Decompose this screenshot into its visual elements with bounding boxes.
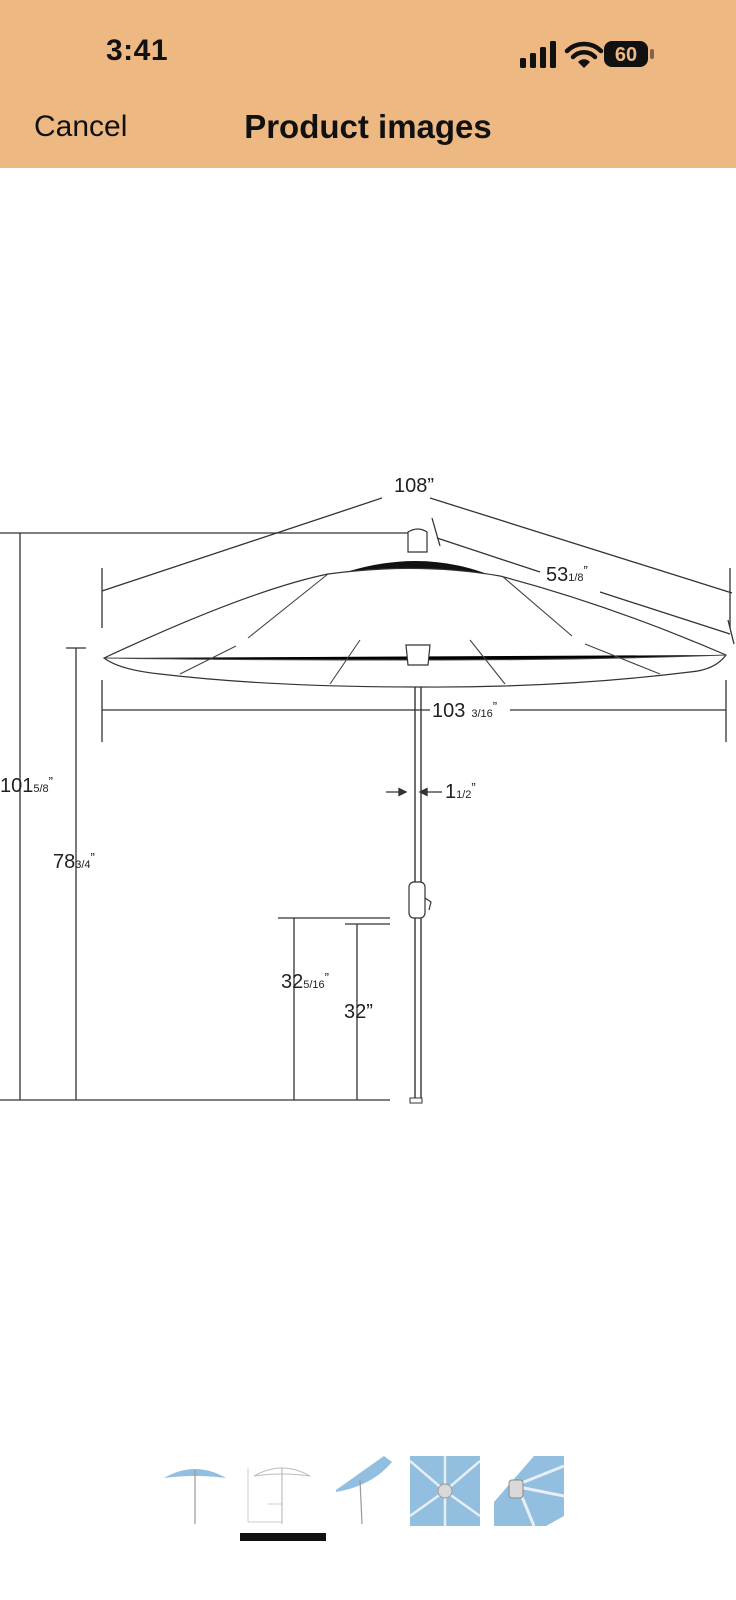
dim-rib-label: 531/8” — [546, 563, 588, 586]
dim-crank-height-label: 325/16” — [281, 970, 329, 993]
thumbnail-umbrella-open-blue[interactable] — [160, 1456, 230, 1526]
status-icons: 60 — [520, 41, 654, 68]
dim-clearance-label: 783/4” — [53, 850, 95, 873]
status-time: 3:41 — [106, 34, 169, 67]
battery-icon: 60 — [604, 41, 654, 67]
thumbnail-umbrella-underside[interactable] — [410, 1456, 480, 1526]
page-title: Product images — [244, 108, 492, 145]
umbrella-drawing — [102, 528, 727, 1104]
dim-total-height-label: 1015/8” — [0, 774, 53, 797]
pole-width-arrows — [386, 787, 442, 797]
cellular-signal-icon — [520, 41, 556, 68]
dim-canopy-arc-label: 108” — [394, 475, 434, 497]
dimension-lines — [0, 497, 735, 1101]
cancel-button[interactable]: Cancel — [34, 110, 128, 143]
battery-level: 60 — [615, 44, 637, 66]
thumbnail-umbrella-tilted-blue[interactable] — [332, 1456, 402, 1526]
dim-base-height-label: 32” — [344, 1001, 373, 1023]
dim-pole-label: 11/2” — [445, 780, 476, 803]
app-header: 3:41 60 Cancel Product images — [0, 0, 736, 168]
selected-thumbnail-indicator — [240, 1533, 326, 1541]
wifi-icon — [564, 41, 604, 68]
thumbnail-umbrella-hub-closeup[interactable] — [494, 1456, 564, 1526]
thumbnail-umbrella-dimensions[interactable] — [244, 1456, 314, 1526]
thumbnail-strip — [160, 1456, 580, 1536]
